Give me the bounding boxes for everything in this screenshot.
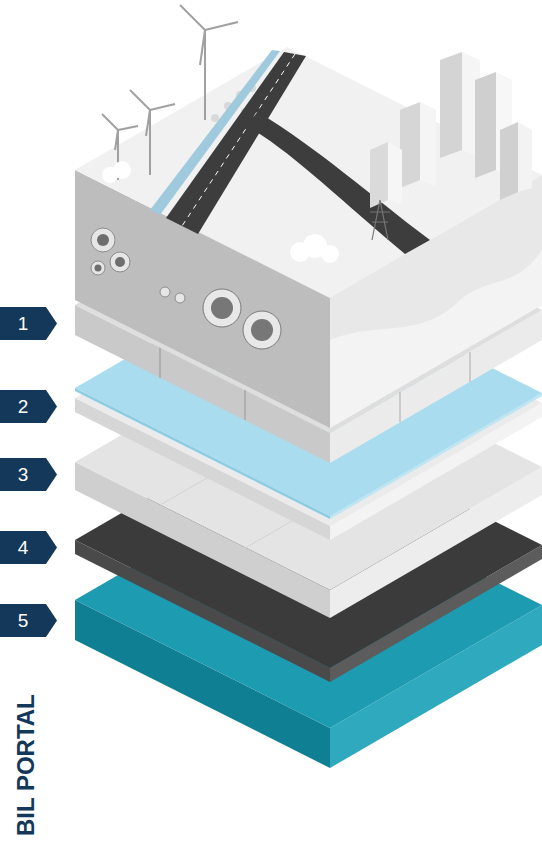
tag-shape [0,458,57,491]
pipe-ends [91,228,281,349]
brand-label: BIL PORTAL [13,694,39,836]
callout-number: 1 [0,307,46,340]
tag-shape [0,307,57,340]
landscape-block [75,5,542,428]
tag-shape [0,390,57,423]
callout-tag: 1 [0,307,57,340]
callout-number: 2 [0,390,46,423]
callout-number: 5 [0,604,46,637]
wind-turbine [102,5,238,180]
tag-shape [0,604,57,637]
callout-tag: 2 [0,390,57,423]
tag-shape [0,531,57,564]
callout-tag: 3 [0,458,57,491]
callout-number: 4 [0,531,46,564]
callout-tag: 4 [0,531,57,564]
callout-tag: 5 [0,604,57,637]
city-buildings [370,52,532,208]
callout-number: 3 [0,458,46,491]
